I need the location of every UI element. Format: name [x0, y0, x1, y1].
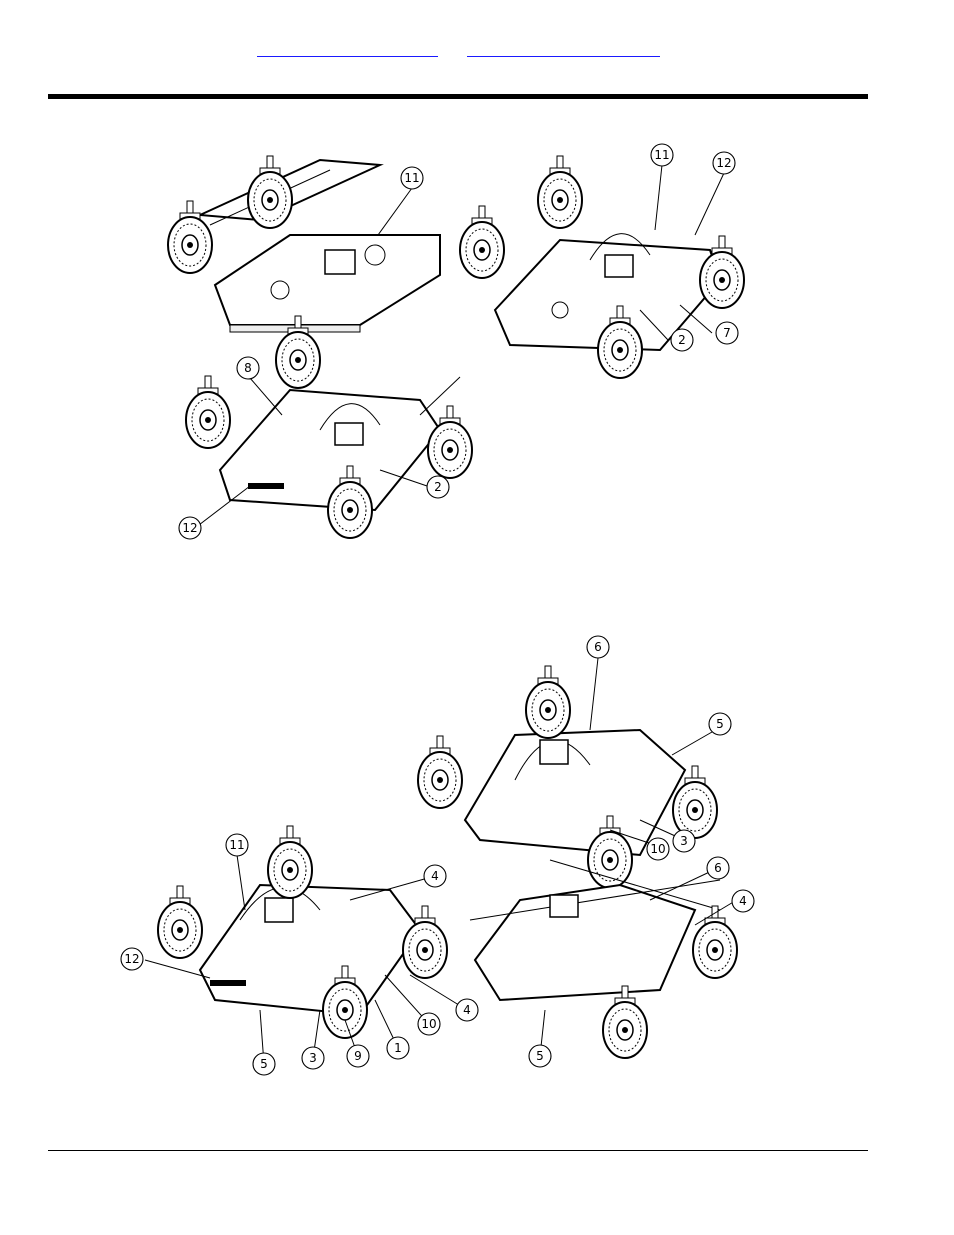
- svg-text:4: 4: [463, 1003, 471, 1017]
- deck-assembly-4: [418, 666, 717, 888]
- deck-assembly-1: [168, 156, 440, 388]
- callout-12-c: 12: [121, 948, 143, 970]
- callout-11-c: 11: [226, 834, 248, 856]
- callout-3-a: 3: [673, 830, 695, 852]
- parts-illustration: 11 12 2 7 11 8 2 12 6 5 3 10: [120, 140, 760, 1080]
- callout-5-c: 5: [529, 1045, 551, 1067]
- callout-10-b: 10: [418, 1013, 440, 1035]
- callout-7: 7: [716, 322, 738, 344]
- svg-text:8: 8: [244, 361, 252, 375]
- callout-1: 1: [387, 1037, 409, 1059]
- callout-8: 8: [237, 357, 259, 379]
- svg-text:12: 12: [124, 952, 139, 966]
- footer-rule: [48, 1150, 868, 1151]
- svg-text:1: 1: [394, 1041, 402, 1055]
- callout-2-b: 2: [427, 476, 449, 498]
- callout-10-a: 10: [647, 838, 669, 860]
- deck-assembly-3: [186, 376, 472, 538]
- svg-text:12: 12: [716, 156, 731, 170]
- header-rule: [48, 94, 868, 99]
- callout-4-c: 4: [732, 890, 754, 912]
- mower-deck-diagram: 11 12 2 7 11 8 2 12 6 5 3 10: [120, 140, 760, 1080]
- svg-text:11: 11: [229, 838, 244, 852]
- svg-text:4: 4: [431, 869, 439, 883]
- svg-text:5: 5: [260, 1057, 268, 1071]
- deck-assembly-5: [158, 826, 447, 1038]
- svg-text:11: 11: [654, 148, 669, 162]
- svg-text:3: 3: [680, 834, 688, 848]
- svg-text:4: 4: [739, 894, 747, 908]
- callout-11-a: 11: [401, 167, 423, 189]
- callout-6-a: 6: [587, 636, 609, 658]
- callout-4-b: 4: [456, 999, 478, 1021]
- callout-3-b: 3: [302, 1047, 324, 1069]
- svg-text:5: 5: [716, 717, 724, 731]
- svg-text:10: 10: [421, 1017, 436, 1031]
- callout-12-a: 12: [713, 152, 735, 174]
- svg-text:6: 6: [714, 861, 722, 875]
- svg-text:11: 11: [404, 171, 419, 185]
- callout-5-b: 5: [253, 1053, 275, 1075]
- callout-2-a: 2: [671, 329, 693, 351]
- svg-text:7: 7: [723, 326, 731, 340]
- callout-5-a: 5: [709, 713, 731, 735]
- svg-text:3: 3: [309, 1051, 317, 1065]
- svg-text:2: 2: [678, 333, 686, 347]
- svg-text:10: 10: [650, 842, 665, 856]
- deck-assembly-6: [470, 860, 737, 1058]
- svg-text:5: 5: [536, 1049, 544, 1063]
- svg-text:6: 6: [594, 640, 602, 654]
- callout-4-a: 4: [424, 865, 446, 887]
- deck-assembly-2: [460, 156, 744, 378]
- header-link-2[interactable]: [467, 40, 660, 57]
- callout-9: 9: [347, 1045, 369, 1067]
- header-link-1[interactable]: [257, 40, 438, 57]
- svg-text:12: 12: [182, 521, 197, 535]
- callout-12-b: 12: [179, 517, 201, 539]
- callout-6-b: 6: [707, 857, 729, 879]
- svg-text:9: 9: [354, 1049, 362, 1063]
- callout-11-b: 11: [651, 144, 673, 166]
- svg-text:2: 2: [434, 480, 442, 494]
